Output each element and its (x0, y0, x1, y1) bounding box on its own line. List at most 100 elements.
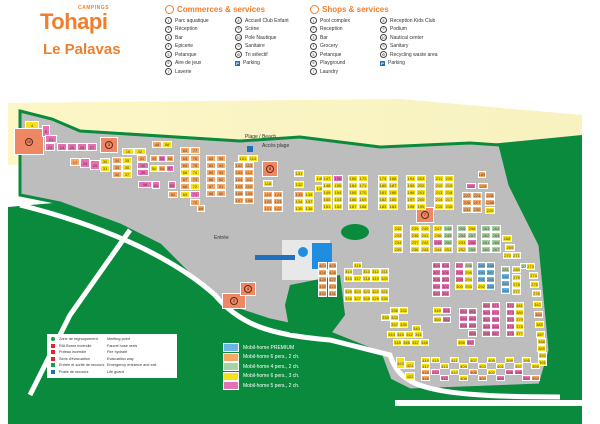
lot-21[interactable]: 21 (45, 135, 57, 143)
lot-124[interactable]: 124 (273, 191, 283, 198)
lot-93[interactable]: 93 (216, 169, 226, 176)
lot-112[interactable]: 112 (244, 169, 254, 176)
lot-165[interactable]: 165 (348, 189, 358, 196)
lot-84[interactable]: 84 (206, 162, 216, 169)
lot-186[interactable]: 186 (388, 189, 398, 196)
lot-26[interactable]: 26 (77, 143, 87, 151)
entrance-label[interactable]: Entrée (214, 235, 229, 241)
lot-231[interactable]: 231 (462, 206, 472, 213)
lot-232[interactable]: 232 (393, 225, 403, 232)
lot-430[interactable]: 430 (318, 283, 327, 290)
lot-107[interactable]: 107 (234, 197, 244, 204)
lot-426[interactable]: 426 (318, 269, 327, 276)
lot-71[interactable]: 71 (190, 191, 200, 198)
lot-185[interactable]: 185 (388, 196, 398, 203)
lot-349[interactable]: 349 (433, 307, 442, 314)
lot-371[interactable]: 371 (491, 302, 500, 309)
lot-405[interactable]: 405 (487, 357, 496, 363)
lot-165[interactable]: 165 (348, 175, 358, 182)
lot-305[interactable]: 305 (441, 262, 450, 269)
lot-392[interactable]: 392 (531, 375, 540, 381)
lot-322[interactable]: 322 (371, 288, 380, 295)
lot-302[interactable]: 302 (441, 283, 450, 290)
lot-149[interactable]: 149 (322, 189, 332, 196)
lot-282[interactable]: 282 (501, 273, 510, 280)
lot-37[interactable]: 37 (122, 171, 132, 178)
lot-200[interactable]: 200 (416, 196, 426, 203)
lot-94[interactable]: 94 (216, 162, 226, 169)
lot-233[interactable]: 233 (393, 232, 403, 239)
lot-50[interactable]: 50 (150, 165, 158, 172)
lot-29[interactable]: 29 (90, 160, 100, 170)
lot-375[interactable]: 375 (506, 323, 515, 330)
lot-325[interactable]: 325 (344, 288, 353, 295)
lot-336[interactable]: 336 (390, 307, 399, 314)
lot-74[interactable]: 74 (190, 169, 200, 176)
lot-393[interactable]: 393 (531, 363, 540, 369)
lot-31[interactable]: 31 (100, 165, 110, 172)
lot-404[interactable]: 404 (478, 375, 487, 381)
lot-75[interactable]: 75 (190, 162, 200, 169)
lot-327[interactable]: 327 (353, 295, 362, 302)
lot-52[interactable]: 52 (168, 191, 178, 198)
lot-27[interactable]: 27 (87, 143, 97, 151)
lot-337[interactable]: 337 (390, 321, 399, 328)
lot-361[interactable]: 361 (468, 308, 477, 315)
lot-409[interactable]: 409 (459, 363, 468, 369)
lot-260[interactable]: 260 (481, 246, 491, 253)
lot-268[interactable]: 268 (502, 235, 512, 242)
lot-359[interactable]: 359 (468, 322, 477, 329)
lot-17[interactable]: 17 (70, 158, 80, 166)
lot-28[interactable]: 28 (80, 158, 90, 168)
lot-355[interactable]: 355 (459, 322, 468, 329)
lot-427[interactable]: 427 (328, 276, 337, 283)
lot-293[interactable]: 293 (464, 283, 473, 290)
lot-101[interactable]: 101 (238, 155, 248, 162)
lot-423[interactable]: 423 (396, 357, 405, 369)
lot-385[interactable]: 385 (535, 321, 544, 328)
lot-387[interactable]: 387 (536, 331, 545, 338)
lot-376[interactable]: 376 (506, 330, 515, 337)
lot-416[interactable]: 416 (421, 375, 430, 381)
lot-49[interactable]: 49 (150, 155, 158, 162)
lot-105[interactable]: 105 (234, 183, 244, 190)
lot-220[interactable]: 220 (444, 175, 454, 182)
lot-187[interactable]: 187 (388, 182, 398, 189)
lot-258[interactable]: 258 (467, 239, 477, 246)
lot-32[interactable]: 32 (112, 171, 122, 178)
lot-108[interactable]: 108 (244, 197, 254, 204)
lot-243[interactable]: 243 (420, 246, 430, 253)
lot-241[interactable]: 241 (420, 232, 430, 239)
lot-30[interactable]: 30 (100, 158, 110, 165)
lot-218[interactable]: 218 (444, 189, 454, 196)
lot-410[interactable]: 410 (450, 369, 459, 375)
lot-344[interactable]: 344 (387, 331, 396, 338)
lot-381[interactable]: 381 (515, 302, 524, 309)
lot-4[interactable]: 4 (25, 121, 39, 129)
lot-148[interactable]: 148 (322, 182, 332, 189)
lot-121[interactable]: 121 (263, 205, 273, 212)
lot-151[interactable]: 151 (322, 203, 332, 210)
lot-398[interactable]: 398 (505, 369, 514, 375)
lot-377[interactable]: 377 (515, 330, 524, 337)
lot-102[interactable]: 102 (234, 162, 244, 169)
lot-217[interactable]: 217 (444, 196, 454, 203)
lot-289[interactable]: 289 (477, 262, 486, 269)
lot-213[interactable]: 213 (434, 189, 444, 196)
lot-417[interactable]: 417 (421, 363, 430, 369)
lot-252[interactable]: 252 (457, 246, 467, 253)
lot-48[interactable]: 48 (152, 141, 162, 148)
lot-228B[interactable]: 228B (485, 199, 495, 206)
lot-380[interactable]: 380 (515, 309, 524, 316)
lot-309[interactable]: 309 (432, 283, 441, 290)
lot-87[interactable]: 87 (206, 183, 216, 190)
lot-244[interactable]: 244 (433, 246, 443, 253)
lot-262[interactable]: 262 (481, 232, 491, 239)
lot-203[interactable]: 203 (416, 175, 426, 182)
lot-194[interactable]: 194 (406, 175, 416, 182)
lot-324[interactable]: 324 (353, 288, 362, 295)
lot-345[interactable]: 345 (393, 339, 402, 346)
lot-388[interactable]: 388 (537, 338, 546, 345)
lot-131[interactable]: 131 (294, 170, 304, 177)
lot-240[interactable]: 240 (420, 225, 430, 232)
